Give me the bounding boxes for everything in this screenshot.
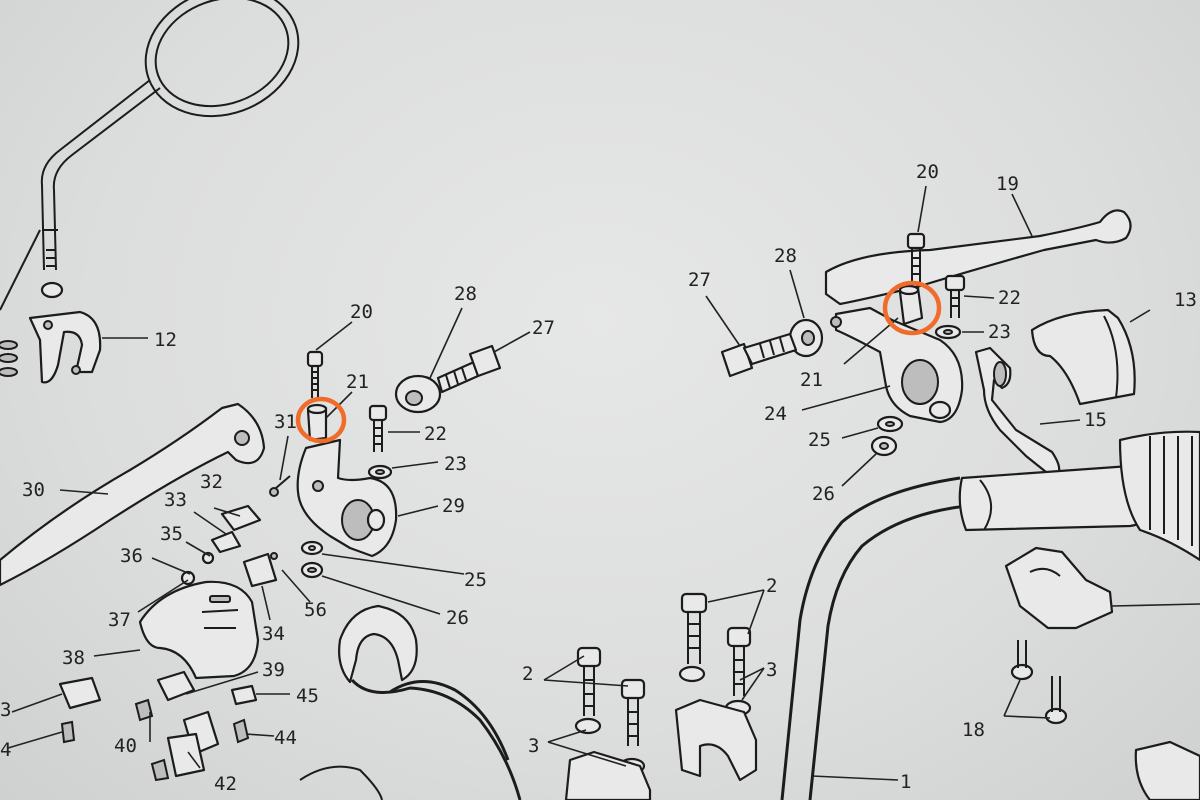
label-32: 32 [200, 471, 223, 493]
label-12: 12 [154, 329, 177, 351]
label-13: 13 [1174, 289, 1197, 311]
adjuster-bolt-part-27-right [705, 295, 798, 378]
lower-clamp-right [1004, 546, 1200, 630]
bolt-part-22-right [944, 274, 995, 318]
label-4-edge: 4 [0, 739, 11, 761]
label-31: 31 [274, 411, 297, 433]
handlebar-bolts-center [543, 589, 765, 800]
clamp-part-12 [0, 281, 148, 384]
nut-part-25-left [300, 540, 465, 575]
bushing-part-21-right [898, 284, 924, 326]
label-25-right: 25 [808, 429, 831, 451]
bracket-part-24 [801, 306, 964, 424]
adjuster-wheel-part-28-left [394, 307, 463, 414]
label-45: 45 [296, 685, 319, 707]
small-parts-left [7, 504, 311, 782]
label-35: 35 [160, 523, 183, 545]
label-26-right: 26 [812, 483, 835, 505]
label-40: 40 [114, 735, 137, 757]
adjuster-wheel-part-28-right [788, 269, 824, 358]
label-20-left: 20 [350, 301, 373, 323]
clamp-ring-left [299, 604, 522, 800]
label-23-left: 23 [444, 453, 467, 475]
bolt-part-20-left [306, 321, 353, 398]
label-44: 44 [274, 727, 297, 749]
bolt-part-22-left [368, 404, 420, 452]
label-28-left: 28 [454, 283, 477, 305]
washer-part-26-left [300, 561, 441, 615]
highlight-circle-21-right [882, 280, 942, 336]
label-15: 15 [1084, 409, 1107, 431]
label-21-right: 21 [800, 369, 823, 391]
label-28-right: 28 [774, 245, 797, 267]
leader-21-right [843, 317, 899, 365]
label-23-right: 23 [988, 321, 1011, 343]
lever-part-30 [0, 402, 266, 587]
bushing-part-21-left [306, 391, 353, 442]
screws-part-18 [1003, 640, 1068, 725]
label-27-right: 27 [688, 269, 711, 291]
label-42: 42 [214, 773, 237, 795]
label-38: 38 [62, 647, 85, 669]
label-2-left: 2 [522, 663, 533, 685]
label-18: 18 [962, 719, 985, 741]
label-21-left: 21 [346, 371, 369, 393]
label-33: 33 [164, 489, 187, 511]
bolt-part-20-right [906, 185, 927, 286]
label-22-right: 22 [998, 287, 1021, 309]
nut-part-25-right [841, 415, 904, 439]
label-37: 37 [108, 609, 131, 631]
label-3-edge: 3 [0, 699, 11, 721]
label-1: 1 [900, 771, 911, 793]
label-29: 29 [442, 495, 465, 517]
label-20-right: 20 [916, 161, 939, 183]
adjuster-bolt-part-27-left [436, 331, 531, 394]
label-19: 19 [996, 173, 1019, 195]
bottom-right-part [1134, 740, 1200, 800]
label-56: 56 [304, 599, 327, 621]
label-26-left: 26 [446, 607, 469, 629]
screw-part-31 [269, 435, 291, 497]
highlight-circle-21-left [295, 396, 347, 444]
switch-housing-part-38 [93, 580, 260, 680]
label-36: 36 [120, 545, 143, 567]
lever-part-19 [824, 193, 1132, 306]
label-2-right: 2 [766, 575, 777, 597]
handlebar-part-1 [780, 476, 967, 800]
label-30: 30 [22, 479, 45, 501]
label-24: 24 [764, 403, 787, 425]
cover-part-13 [1030, 308, 1151, 406]
washer-part-23-left [367, 461, 439, 480]
label-25-left: 25 [464, 569, 487, 591]
label-3-left: 3 [528, 735, 539, 757]
bracket-part-15 [974, 346, 1081, 478]
label-34: 34 [262, 623, 285, 645]
label-3-right: 3 [766, 659, 777, 681]
label-27-left: 27 [532, 317, 555, 339]
bracket-part-29 [296, 438, 439, 558]
label-39: 39 [262, 659, 285, 681]
washer-part-26-right [841, 435, 898, 487]
mirror [0, 0, 300, 311]
washer-part-23-right [934, 324, 984, 340]
label-22-left: 22 [424, 423, 447, 445]
handlebar-grip [958, 430, 1200, 562]
